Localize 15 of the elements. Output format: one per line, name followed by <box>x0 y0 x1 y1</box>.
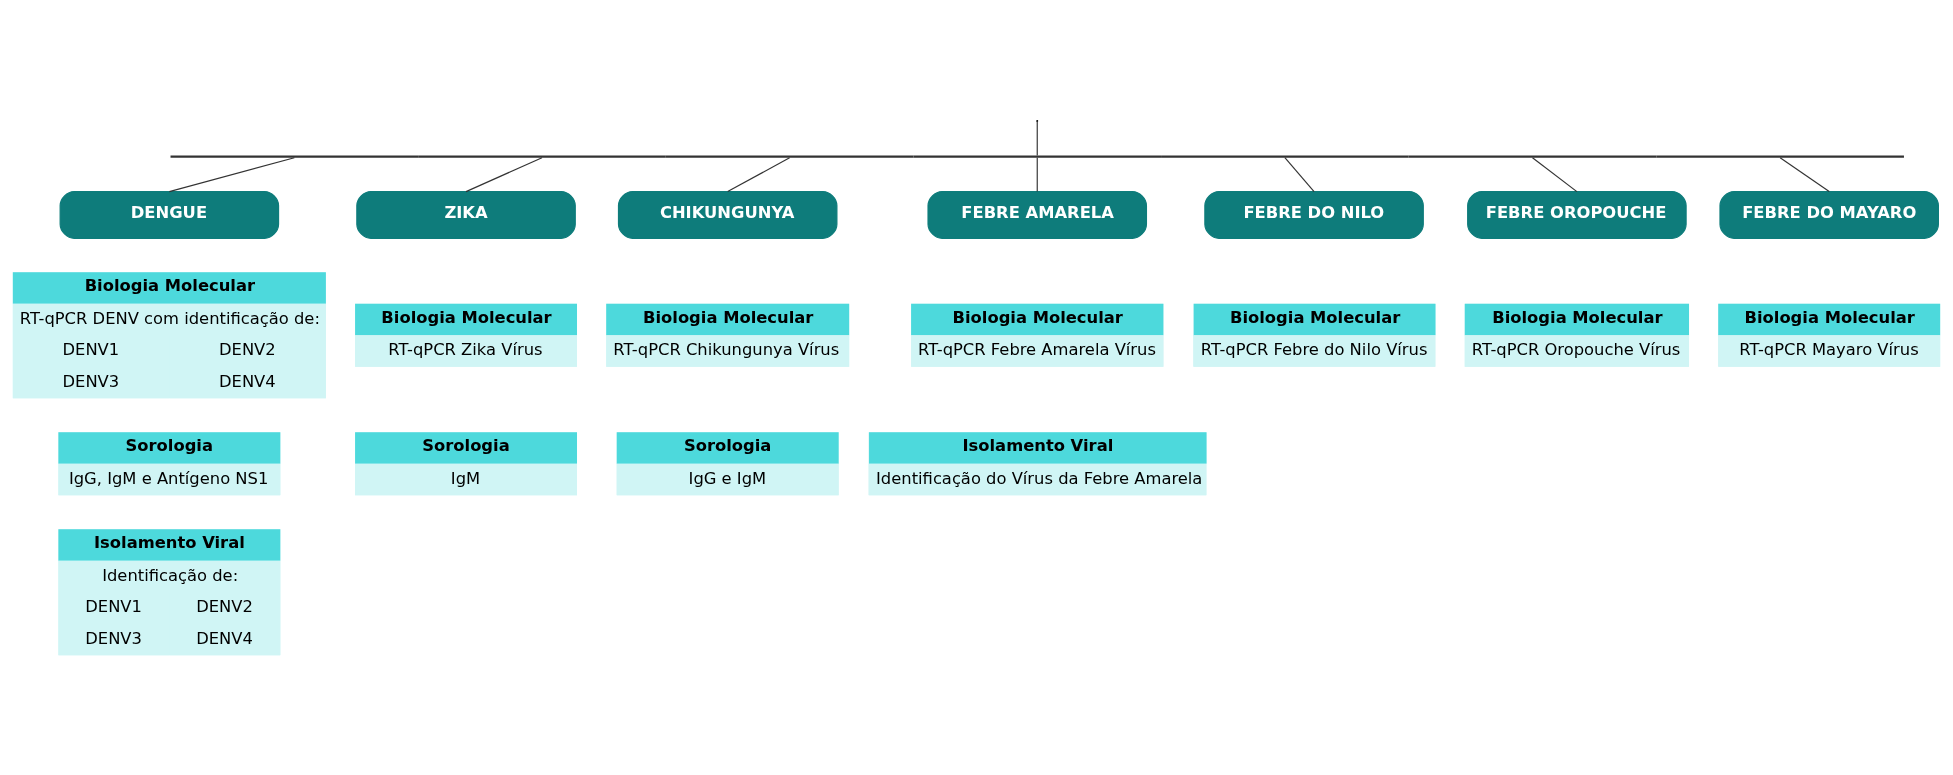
node-box: FEBRE DO NILO <box>1204 190 1424 239</box>
node-box: ZIKA <box>356 190 576 239</box>
connector <box>727 156 791 192</box>
connector <box>1284 156 1315 192</box>
connector <box>465 156 543 192</box>
node-box: CHIKUNGUNYA <box>617 190 838 239</box>
node-box: FEBRE DO MAYARO <box>1719 190 1939 239</box>
connector <box>1531 156 1578 192</box>
connector <box>168 156 295 192</box>
node-box: FEBRE AMARELA <box>927 190 1148 239</box>
node-box: DENGUE <box>59 190 280 239</box>
connector <box>1036 156 1038 192</box>
connector <box>1036 120 1038 156</box>
connector <box>1779 156 1830 192</box>
node-box: FEBRE OROPOUCHE <box>1467 190 1687 239</box>
